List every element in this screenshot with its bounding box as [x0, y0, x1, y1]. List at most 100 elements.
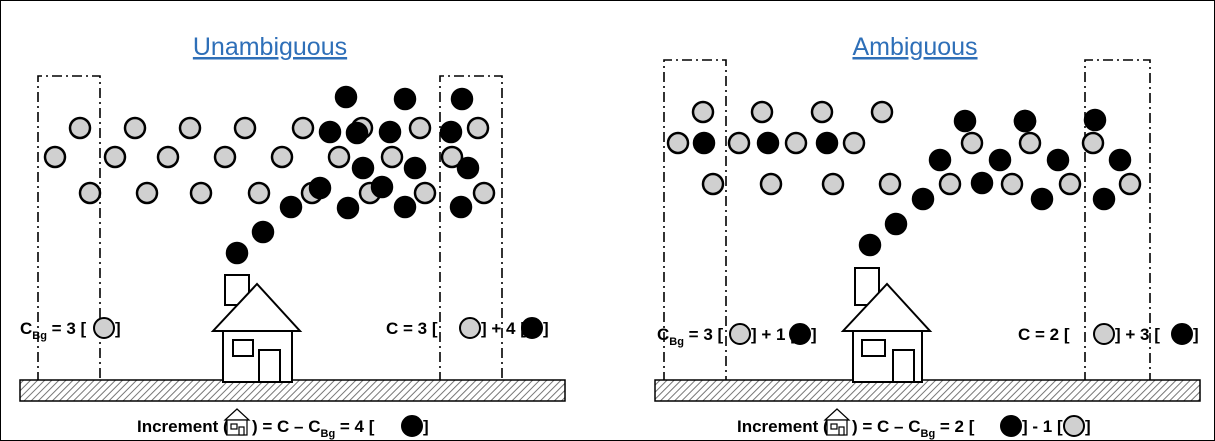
black-particle-symbol: [1171, 323, 1193, 345]
background-particle: [821, 172, 845, 196]
left-panel: Unambiguous CBg = 3 [ ] C = 3 [: [19, 33, 566, 440]
plume-particles-left: [225, 85, 480, 265]
plume-particle: [351, 156, 375, 180]
black-particle-symbol: [521, 317, 543, 339]
plume-particle: [403, 156, 427, 180]
background-particle: [878, 172, 902, 196]
plume-particle: [308, 176, 332, 200]
door-left: [258, 349, 281, 383]
background-particle: [78, 181, 102, 205]
background-particle: [466, 116, 490, 140]
svg-text:C = 2 [: C = 2 [: [1018, 325, 1070, 344]
house-left: [210, 274, 303, 383]
plume-particle: [858, 233, 882, 257]
background-particle: [1018, 131, 1042, 155]
svg-text:CBg = 3 [: CBg = 3 [: [657, 325, 724, 348]
background-particles-left: [43, 116, 496, 205]
plume-particle: [1013, 109, 1037, 133]
grey-particle-symbol: [93, 317, 115, 339]
plume-particle: [345, 121, 369, 145]
background-particle: [103, 145, 127, 169]
house-right: [840, 267, 933, 383]
svg-text:] + 4 [: ] + 4 [: [481, 319, 526, 338]
background-particle: [750, 100, 774, 124]
background-window-right: [663, 59, 727, 382]
background-particle: [784, 131, 808, 155]
site-concentration-label-left: C = 3 [ ] + 4 [ ]: [386, 317, 549, 339]
measurement-window-right: [1084, 59, 1151, 382]
plume-particle: [393, 195, 417, 219]
background-particle: [213, 145, 237, 169]
plume-particle: [756, 131, 780, 155]
background-particle: [810, 100, 834, 124]
plume-particle: [884, 212, 908, 236]
svg-text:Increment (: Increment (: [737, 417, 829, 436]
plume-particle: [370, 175, 394, 199]
plume-particle: [1030, 187, 1054, 211]
background-particle: [701, 172, 725, 196]
right-panel-title: Ambiguous: [852, 33, 977, 61]
house-icon: [823, 408, 851, 436]
plume-particle: [393, 87, 417, 111]
svg-text:]: ]: [811, 325, 817, 344]
plume-particle: [378, 120, 402, 144]
background-particles-right: [666, 100, 1142, 196]
background-particle: [413, 181, 437, 205]
plume-particle: [928, 148, 952, 172]
site-concentration-label-right: C = 2 [ ] + 3 [ ]: [1018, 323, 1199, 345]
plume-particle: [988, 148, 1012, 172]
svg-text:] + 1 [: ] + 1 [: [751, 325, 796, 344]
plume-particle: [911, 187, 935, 211]
measurement-window-left: [439, 75, 503, 382]
plume-particle: [251, 220, 275, 244]
background-particle: [233, 116, 257, 140]
background-particle: [68, 116, 92, 140]
background-particle: [189, 181, 213, 205]
background-particle: [759, 172, 783, 196]
house-icon: [223, 408, 251, 436]
background-particle: [1081, 131, 1105, 155]
plume-particle: [336, 196, 360, 220]
left-panel-title: Unambiguous: [193, 33, 347, 61]
svg-text:CBg = 3 [: CBg = 3 [: [20, 319, 87, 342]
plume-particle: [456, 156, 480, 180]
background-particle: [270, 145, 294, 169]
svg-text:] + 3 [: ] + 3 [: [1115, 325, 1160, 344]
plume-particle: [1046, 148, 1070, 172]
plume-particle: [1083, 108, 1107, 132]
plume-particle: [334, 85, 358, 109]
increment-formula-left: Increment ( ) = C – CBg = 4 [ ]: [137, 408, 429, 440]
svg-text:) = C – CBg = 4 [: ) = C – CBg = 4 [: [252, 417, 375, 440]
svg-text:]: ]: [1193, 325, 1199, 344]
background-particle: [1118, 172, 1142, 196]
background-particle: [960, 131, 984, 155]
background-particle: [472, 181, 496, 205]
background-particle: [408, 116, 432, 140]
background-particle: [1000, 172, 1024, 196]
background-particle: [43, 145, 67, 169]
background-particle: [380, 145, 404, 169]
plume-particle: [225, 241, 249, 265]
right-panel: Ambiguous CBg = 3 [ ] + 1 [ ] C = 2 [ ] …: [654, 33, 1201, 440]
bg-concentration-label-right: CBg = 3 [ ] + 1 [ ]: [657, 323, 817, 348]
plume-particle: [450, 87, 474, 111]
door-right: [892, 349, 915, 383]
svg-text:]: ]: [115, 319, 121, 338]
plume-particle: [449, 195, 473, 219]
black-particle-symbol: [1000, 415, 1022, 437]
plume-particle: [318, 120, 342, 144]
background-particle: [123, 116, 147, 140]
bg-concentration-label-left: CBg = 3 [ ]: [20, 317, 121, 342]
plume-particle: [1092, 187, 1116, 211]
background-particle: [842, 131, 866, 155]
plume-particle: [970, 171, 994, 195]
grey-particle-symbol: [459, 317, 481, 339]
plume-particle: [1108, 148, 1132, 172]
black-particle-symbol: [789, 323, 811, 345]
background-particle: [938, 172, 962, 196]
svg-text:C = 3 [: C = 3 [: [386, 319, 438, 338]
ground-left: [19, 379, 566, 402]
window-left: [232, 339, 254, 357]
background-particle: [135, 181, 159, 205]
